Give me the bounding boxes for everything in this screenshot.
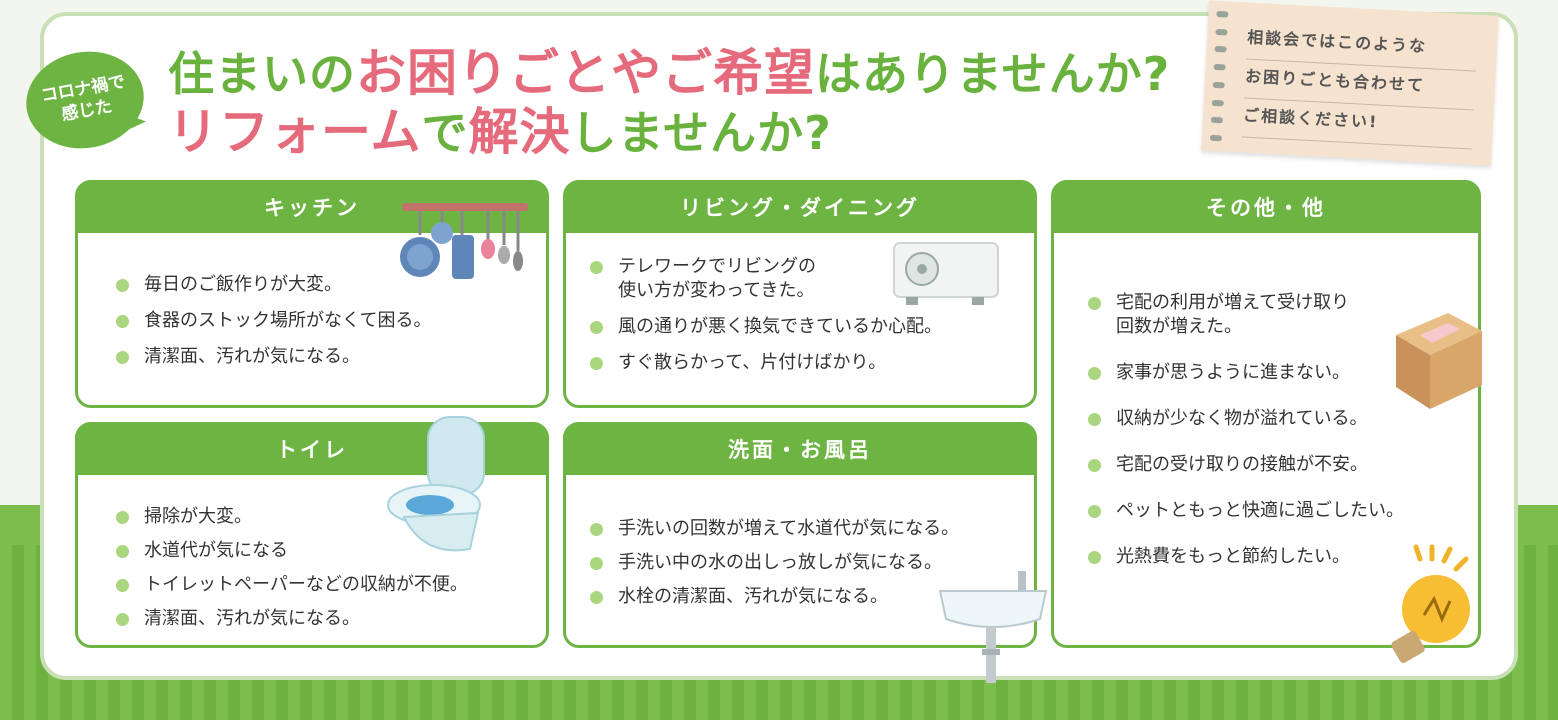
card-bath-list: 手洗いの回数が増えて水道代が気になる。 手洗い中の水の出しっ放しが気になる。 水… <box>590 517 959 609</box>
toilet-icon <box>387 416 485 552</box>
list-item: トイレットペーパーなどの収納が不便。 <box>116 573 468 597</box>
card-bath-title: 洗面・お風呂 <box>566 425 1034 475</box>
memo-rings <box>1209 10 1231 142</box>
card-toilet-list: 掃除が大変。 水道代が気になる トイレットペーパーなどの収納が不便。 清潔面、汚… <box>116 505 468 631</box>
air-conditioner-icon <box>893 242 999 305</box>
list-item: 清潔面、汚れが気になる。 <box>116 607 468 631</box>
title-highlight: お困りごとやご希望 <box>356 44 815 102</box>
sink-icon <box>938 571 1048 683</box>
card-toilet: トイレ 掃除が大変。 水道代が気になる トイレットペーパーなどの収納が不便。 清… <box>75 416 549 648</box>
card-living-title: リビング・ダイニング <box>566 183 1034 233</box>
list-item: 宅配の利用が増えて受け取り 回数が増えた。 <box>1088 291 1404 339</box>
list-item: 清潔面、汚れが気になる。 <box>116 345 431 369</box>
list-item: ペットともっと快適に過ごしたい。 <box>1088 499 1404 523</box>
title-highlight: リフォーム <box>168 103 422 161</box>
list-item: 家事が思うように進まない。 <box>1088 361 1404 385</box>
card-bath: 洗面・お風呂 手洗いの回数が増えて水道代が気になる。 手洗い中の水の出しっ放しが… <box>563 422 1048 683</box>
title-part: はありませんか? <box>815 47 1171 101</box>
light-bulb-icon <box>1391 544 1470 663</box>
card-other-list: 宅配の利用が増えて受け取り 回数が増えた。 家事が思うように進まない。 収納が少… <box>1088 291 1404 569</box>
list-item: 水栓の清潔面、汚れが気になる。 <box>590 585 959 609</box>
title-line-1: 住まいのお困りごとやご希望はありませんか? <box>168 44 1170 103</box>
card-kitchen-list: 毎日のご飯作りが大変。 食器のストック場所がなくて困る。 清潔面、汚れが気になる… <box>116 273 431 369</box>
card-other: その他・他 宅配の利用が増えて受け取り 回数が増えた。 家事が思うように進まない… <box>1051 180 1482 663</box>
list-item: 掃除が大変。 <box>116 505 468 529</box>
title-part: 住まいの <box>168 47 356 101</box>
title-highlight: 解決 <box>468 103 571 161</box>
list-item: 宅配の受け取りの接触が不安。 <box>1088 453 1404 477</box>
list-item: 風の通りが悪く換気できているか心配。 <box>590 315 942 339</box>
card-kitchen: キッチン 毎日のご飯作りが大変。 食器のストック場所がなくて困る。 清潔面、汚れ… <box>75 180 549 408</box>
card-other-title: その他・他 <box>1054 183 1478 233</box>
list-item: 収納が少なく物が溢れている。 <box>1088 407 1404 431</box>
card-living: リビング・ダイニング テレワークでリビングの 使い方が変わってきた。 風の通りが… <box>563 180 1037 408</box>
page-title: 住まいのお困りごとやご希望はありませんか? リフォームで解決しませんか? <box>168 44 1170 162</box>
list-item: すぐ散らかって、片付けばかり。 <box>590 351 942 375</box>
list-item: 光熱費をもっと節約したい。 <box>1088 545 1404 569</box>
title-part: で <box>421 106 469 160</box>
title-part: しませんか? <box>570 106 832 160</box>
list-item: テレワークでリビングの 使い方が変わってきた。 <box>590 255 942 303</box>
cardboard-box-icon <box>1396 313 1482 409</box>
list-item: 毎日のご飯作りが大変。 <box>116 273 431 297</box>
list-item: 食器のストック場所がなくて困る。 <box>116 309 431 333</box>
consultation-memo: 相談会ではこのような お困りごとも合わせて ご相談ください! <box>1201 0 1499 166</box>
list-item: 手洗いの回数が増えて水道代が気になる。 <box>590 517 959 541</box>
list-item: 手洗い中の水の出しっ放しが気になる。 <box>590 551 959 575</box>
kitchen-utensils-icon <box>400 203 528 279</box>
list-item: 水道代が気になる <box>116 539 468 563</box>
title-line-2: リフォームで解決しませんか? <box>168 103 1170 162</box>
card-living-list: テレワークでリビングの 使い方が変わってきた。 風の通りが悪く換気できているか心… <box>590 255 942 375</box>
